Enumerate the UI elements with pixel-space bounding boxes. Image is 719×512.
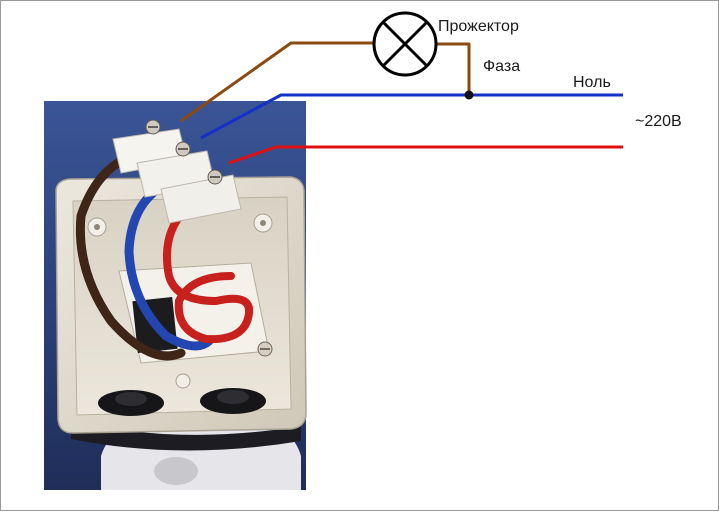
photo-wire-brown	[75, 152, 186, 361]
photo-wire-blue	[124, 182, 214, 351]
lamp-housing-detail	[154, 457, 198, 485]
voltage-label: ~220В	[635, 113, 682, 130]
mount-post-center	[175, 373, 191, 389]
brown-wire-phase	[437, 42, 471, 95]
blue-wire	[200, 93, 623, 140]
sensor-box-photo-icon	[44, 101, 307, 490]
lamp-label: Прожектор	[438, 18, 519, 35]
box-gasket	[71, 421, 301, 451]
photo-wire-red	[162, 207, 254, 344]
neutral-label: Ноль	[573, 74, 611, 91]
phase-label: Фаза	[483, 58, 520, 75]
junction-dot-icon	[464, 90, 474, 100]
lamp-symbol-icon	[372, 11, 438, 77]
terminal-block	[112, 119, 242, 224]
red-wire	[228, 145, 623, 165]
brown-wire	[180, 41, 373, 123]
